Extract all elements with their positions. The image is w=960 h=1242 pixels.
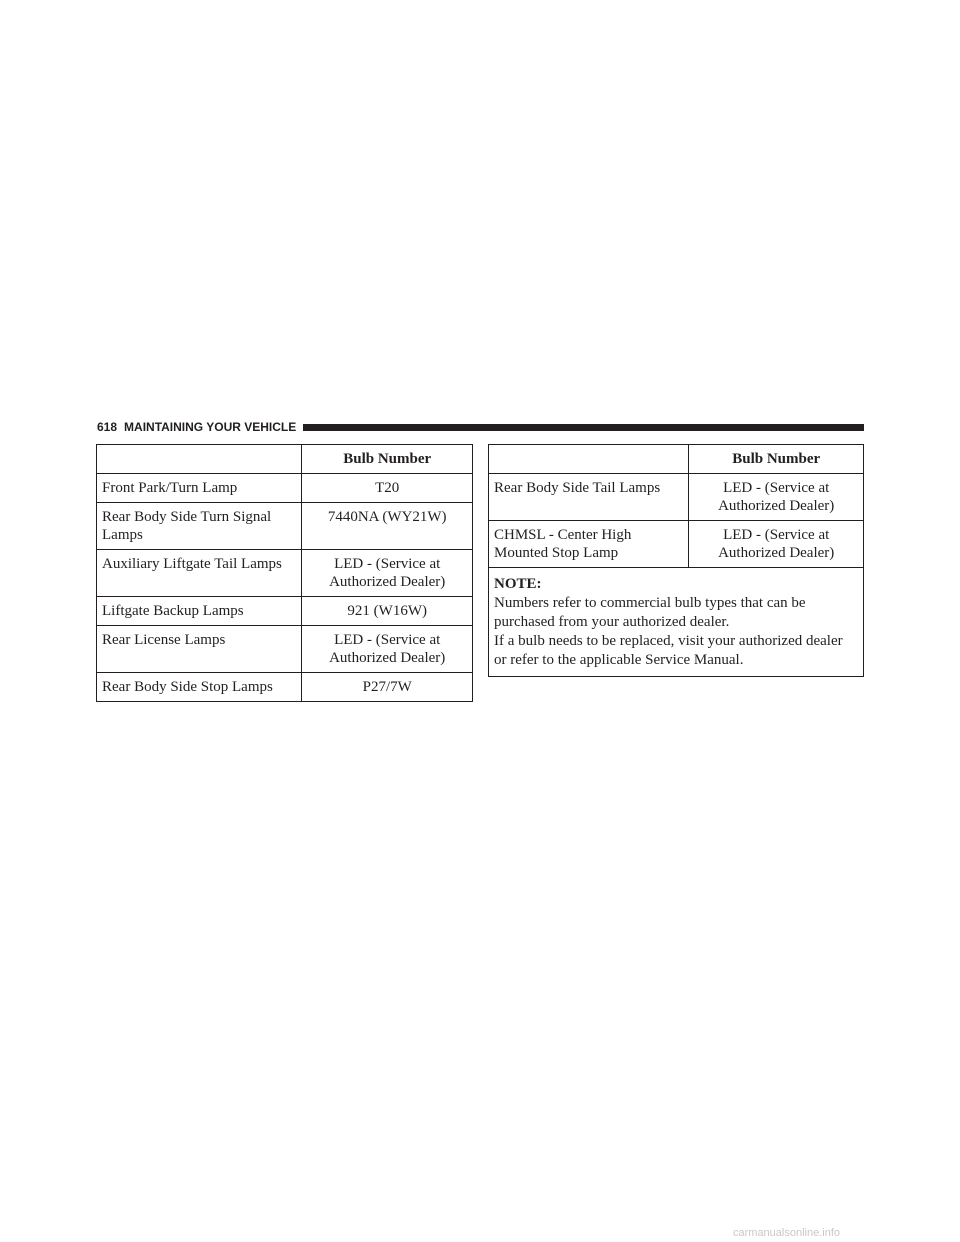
bulb-number: LED - (Service at Authorized Dealer)	[301, 625, 473, 673]
page-number: 618	[97, 420, 118, 434]
table-row: Auxiliary Liftgate Tail Lamps LED - (Ser…	[95, 549, 473, 597]
lamp-name: Front Park/Turn Lamp	[95, 473, 303, 503]
watermark-url: carmanualsonline.info	[733, 1227, 841, 1239]
table-row: Liftgate Backup Lamps 921 (W16W)	[95, 596, 473, 626]
table-row: Front Park/Turn Lamp T20	[95, 473, 473, 503]
header-rule	[303, 424, 864, 431]
bulb-table-left: Bulb Number Front Park/Turn Lamp T20 Rea…	[95, 444, 473, 702]
section-title: MAINTAINING YOUR VEHICLE	[124, 420, 297, 434]
lamp-name: Rear Body Side Tail Lamps	[487, 473, 690, 521]
column-header-bulb-number: Bulb Number	[301, 444, 473, 474]
note-text: If a bulb needs to be replaced, visit yo…	[494, 633, 843, 668]
bulb-number: 921 (W16W)	[301, 596, 473, 626]
column-header-bulb-number: Bulb Number	[688, 444, 864, 474]
bulb-number: 7440NA (WY21W)	[301, 502, 473, 550]
lamp-name: Rear License Lamps	[95, 625, 303, 673]
note-text: Numbers refer to commercial bulb types t…	[494, 595, 806, 630]
table-header-blank	[95, 444, 303, 474]
table-header-blank	[487, 444, 690, 474]
lamp-name: Auxiliary Liftgate Tail Lamps	[95, 549, 303, 597]
page-header: 618 MAINTAINING YOUR VEHICLE	[97, 419, 864, 435]
bulb-number: P27/7W	[301, 672, 473, 702]
table-row: Rear Body Side Tail Lamps LED - (Service…	[487, 473, 864, 521]
bulb-table-right: Bulb Number Rear Body Side Tail Lamps LE…	[487, 444, 864, 677]
bulb-number: LED - (Service at Authorized Dealer)	[301, 549, 473, 597]
bulb-number: T20	[301, 473, 473, 503]
bulb-number: LED - (Service at Authorized Dealer)	[688, 473, 864, 521]
table-row: CHMSL - Center High Mounted Stop Lamp LE…	[487, 520, 864, 568]
table-row: Rear Body Side Stop Lamps P27/7W	[95, 672, 473, 702]
lamp-name: Rear Body Side Turn Signal Lamps	[95, 502, 303, 550]
table-row: Rear License Lamps LED - (Service at Aut…	[95, 625, 473, 673]
table-row: Rear Body Side Turn Signal Lamps 7440NA …	[95, 502, 473, 550]
bulb-number: LED - (Service at Authorized Dealer)	[688, 520, 864, 568]
table-header-row: Bulb Number	[95, 444, 473, 474]
note-label: NOTE:	[494, 576, 542, 592]
lamp-name: Liftgate Backup Lamps	[95, 596, 303, 626]
lamp-name: CHMSL - Center High Mounted Stop Lamp	[487, 520, 690, 568]
note-cell: NOTE: Numbers refer to commercial bulb t…	[488, 567, 864, 677]
note-row: NOTE: Numbers refer to commercial bulb t…	[488, 567, 864, 677]
lamp-name: Rear Body Side Stop Lamps	[95, 672, 303, 702]
table-header-row: Bulb Number	[487, 444, 864, 474]
